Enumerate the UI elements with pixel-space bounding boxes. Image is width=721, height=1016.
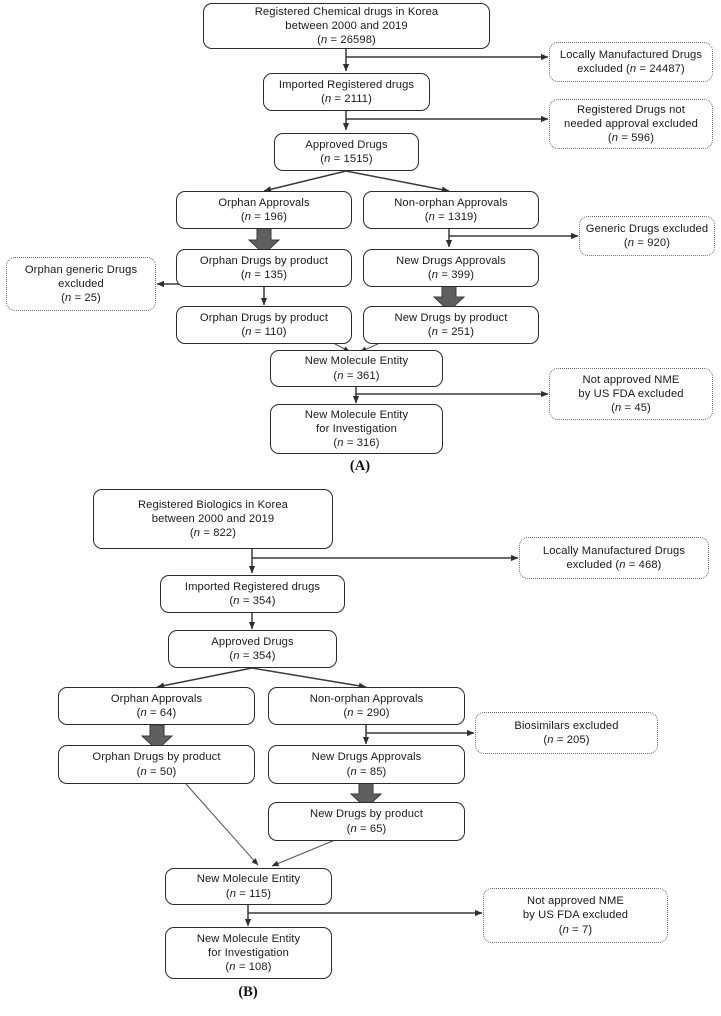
node-a-imported: Imported Registered drugs (n = 2111): [263, 73, 430, 111]
node-line: excluded: [58, 277, 104, 290]
node-count: (n = 26598): [317, 34, 376, 47]
node-a-nme: New Molecule Entity (n = 361): [270, 350, 443, 387]
node-count: (n = 7): [558, 923, 593, 936]
node-a-source: Registered Chemical drugs in Korea betwe…: [203, 3, 490, 49]
node-b-approved: Approved Drugs (n = 354): [168, 630, 337, 668]
node-a-orphan-approvals: Orphan Approvals (n = 196): [176, 191, 352, 229]
node-b-imported: Imported Registered drugs (n = 354): [160, 575, 345, 613]
node-count: (n = 64): [136, 707, 177, 719]
node-a-excluded-not-needed-approval: Registered Drugs not needed approval exc…: [549, 99, 713, 149]
node-b-orphan-approvals: Orphan Approvals (n = 64): [58, 687, 255, 725]
node-b-nme: New Molecule Entity (n = 115): [165, 868, 332, 905]
node-line: Non-orphan Approvals: [394, 196, 508, 209]
node-line: between 2000 and 2019: [285, 19, 408, 32]
node-line: Not approved NME: [527, 895, 624, 908]
node-count: (n = 290): [343, 707, 390, 719]
node-line: for Investigation: [316, 422, 397, 435]
node-count: (n = 354): [229, 595, 276, 607]
node-line: Approved Drugs: [211, 635, 294, 648]
node-b-excluded-locally-manufactured: Locally Manufactured Drugs excluded (n =…: [519, 537, 709, 579]
node-line: New Molecule Entity: [304, 355, 409, 368]
node-count: (n = 354): [229, 650, 276, 662]
node-line: between 2000 and 2019: [151, 512, 275, 525]
node-count: (n = 50): [136, 765, 177, 778]
node-b-excluded-not-fda-approved: Not approved NME by US FDA excluded (n =…: [483, 888, 668, 943]
node-count: (n = 25): [61, 292, 101, 305]
node-a-new-drugs-by-product: New Drugs by product (n = 251): [363, 306, 539, 344]
node-count: (n = 920): [623, 237, 671, 249]
panel-label-b: (B): [238, 984, 258, 1000]
node-line: New Drugs Approvals: [311, 751, 422, 764]
node-line: Registered Biologics in Korea: [137, 498, 288, 511]
node-count: (n = 251): [427, 326, 475, 338]
node-line: Orphan Drugs by product: [199, 311, 329, 324]
node-line: Not approved NME: [582, 373, 680, 386]
node-line: Orphan Drugs by product: [92, 751, 221, 764]
node-line: Biosimilars excluded: [514, 719, 619, 732]
node-count: (n = 205): [543, 734, 590, 746]
node-line: New Molecule Entity: [196, 873, 301, 886]
panel-label-a: (A): [349, 458, 371, 474]
node-line: Generic Drugs excluded: [585, 222, 709, 235]
node-count: (n = 45): [611, 402, 651, 415]
node-line: New Molecule Entity: [196, 932, 301, 945]
node-a-approved: Approved Drugs (n = 1515): [274, 133, 419, 171]
node-a-excluded-not-fda-approved: Not approved NME by US FDA excluded (n =…: [549, 368, 713, 420]
node-line: New Drugs Approvals: [396, 254, 506, 267]
node-line: Locally Manufactured Drugs: [542, 544, 686, 557]
node-count: (n = 85): [346, 765, 387, 778]
node-count: (n = 316): [333, 437, 380, 450]
node-b-new-drugs-by-product: New Drugs by product (n = 65): [268, 802, 465, 841]
node-line: Imported Registered drugs: [184, 580, 321, 593]
node-line: Imported Registered drugs: [278, 78, 415, 91]
node-count: (n = 110): [241, 326, 287, 338]
node-line: by US FDA excluded: [522, 909, 629, 922]
node-a-new-drugs-approvals: New Drugs Approvals (n = 399): [363, 249, 539, 287]
node-a-excluded-locally-manufactured: Locally Manufactured Drugs excluded (n =…: [549, 42, 713, 82]
node-count: (n = 1319): [424, 211, 478, 223]
node-count: (n = 135): [240, 269, 288, 281]
node-b-nonorphan-approvals: Non-orphan Approvals (n = 290): [268, 687, 465, 725]
node-a-nme-investigation: New Molecule Entity for Investigation (n…: [270, 404, 443, 454]
node-a-excluded-generic: Generic Drugs excluded (n = 920): [579, 216, 715, 256]
node-b-orphan-by-product: Orphan Drugs by product (n = 50): [58, 745, 255, 784]
node-a-orphan-by-product-110: Orphan Drugs by product (n = 110): [176, 306, 352, 344]
node-line: Registered Drugs not: [577, 103, 685, 116]
node-count: excluded (n = 468): [566, 559, 662, 571]
node-b-source: Registered Biologics in Korea between 20…: [93, 489, 333, 549]
node-b-excluded-biosimilars: Biosimilars excluded (n = 205): [475, 712, 658, 754]
node-line: New Molecule Entity: [304, 408, 409, 421]
node-count: (n = 1515): [320, 153, 373, 165]
node-b-new-drugs-approvals: New Drugs Approvals (n = 85): [268, 745, 465, 784]
node-line: Locally Manufactured Drugs: [559, 48, 703, 61]
node-line: for Investigation: [208, 946, 289, 959]
node-count: excluded (n = 24487): [577, 63, 685, 75]
node-line: by US FDA excluded: [578, 387, 684, 400]
node-count: (n = 115): [225, 887, 272, 900]
node-b-nme-investigation: New Molecule Entity for Investigation (n…: [165, 927, 332, 979]
node-count: (n = 822): [189, 527, 237, 540]
node-count: (n = 196): [240, 211, 288, 223]
node-count: (n = 361): [333, 369, 380, 382]
node-line: Orphan Approvals: [110, 692, 203, 705]
node-line: New Drugs by product: [394, 311, 508, 324]
node-line: Registered Chemical drugs in Korea: [254, 5, 439, 18]
node-count: (n = 399): [427, 269, 475, 281]
node-line: Orphan Drugs by product: [199, 254, 329, 267]
node-a-excluded-orphan-generic: Orphan generic Drugs excluded (n = 25): [6, 257, 156, 311]
node-a-nonorphan-approvals: Non-orphan Approvals (n = 1319): [363, 191, 539, 229]
node-count: (n = 2111): [321, 93, 372, 105]
node-count: (n = 108): [225, 961, 272, 974]
node-line: needed approval excluded: [564, 117, 698, 130]
node-count: (n = 596): [607, 132, 655, 145]
node-line: Non-orphan Approvals: [309, 692, 424, 705]
node-line: Orphan Approvals: [218, 196, 310, 209]
node-line: New Drugs by product: [310, 808, 423, 821]
node-a-orphan-by-product-135: Orphan Drugs by product (n = 135): [176, 249, 352, 287]
node-count: (n = 65): [346, 822, 387, 835]
node-line: Orphan generic Drugs: [24, 263, 138, 276]
node-line: Approved Drugs: [305, 138, 388, 151]
